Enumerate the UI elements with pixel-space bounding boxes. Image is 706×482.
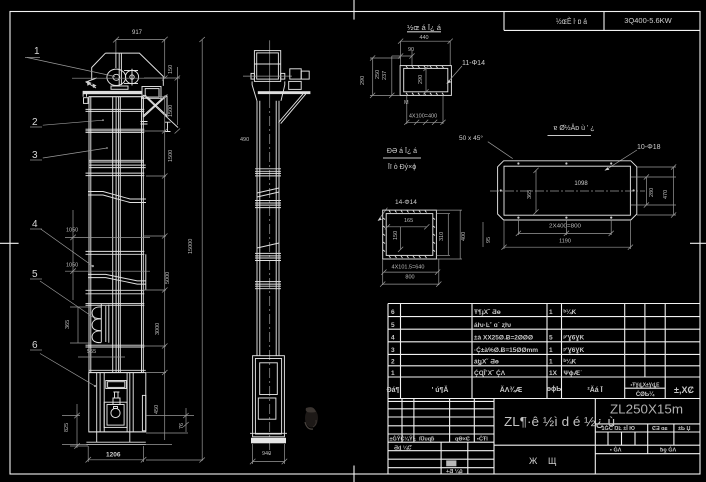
svg-text:15000: 15000	[188, 239, 194, 254]
svg-text:1190: 1190	[559, 239, 571, 245]
svg-text:½ɶÈ ŀ ɒ á: ½ɶÈ ŀ ɒ á	[556, 17, 587, 26]
svg-text:3: 3	[32, 150, 38, 161]
svg-text:ΨɸÆ˙: ΨɸÆ˙	[564, 369, 583, 377]
svg-text:250: 250	[375, 70, 381, 79]
svg-text:1500: 1500	[168, 105, 174, 117]
svg-text:917: 917	[132, 30, 143, 36]
svg-text:ɋƟ×Ȼ: ɋƟ×Ȼ	[455, 437, 470, 443]
svg-text:1500: 1500	[168, 150, 174, 162]
svg-text:' ú¶Ă: ' ú¶Ă	[432, 385, 449, 394]
svg-text:365: 365	[527, 190, 533, 199]
svg-text:Ж: Ж	[529, 456, 538, 466]
svg-text:Īī ò Đý×ɸ: Īī ò Đý×ɸ	[388, 163, 416, 171]
svg-text:ĊØƄ¼: ĊØƄ¼	[636, 391, 655, 398]
svg-text:1098: 1098	[574, 181, 588, 187]
svg-text:ᵖ'Ɣ6ƔƘ: ᵖ'Ɣ6ƔƘ	[564, 335, 585, 342]
svg-text:1: 1	[391, 370, 395, 377]
svg-text:1050: 1050	[66, 228, 78, 234]
svg-text:3000: 3000	[155, 323, 161, 335]
svg-text:4: 4	[391, 335, 395, 342]
svg-text:470: 470	[663, 190, 669, 199]
svg-text:2: 2	[32, 117, 38, 128]
svg-text:ḈɊĪ˚X˘ ḈɅ: ḈɊĪ˚X˘ ḈɅ	[474, 369, 506, 377]
svg-text:4: 4	[32, 219, 38, 230]
svg-text:Ƌɖ ¼Ƈ: Ƌɖ ¼Ƈ	[394, 444, 412, 451]
svg-text:ZL250X15m: ZL250X15m	[610, 402, 683, 417]
svg-text:±à XX25Ø.Ƀ=2ØØØ: ±à XX25Ø.Ƀ=2ØØØ	[474, 335, 533, 342]
svg-text:90: 90	[408, 47, 414, 53]
svg-text:290: 290	[418, 75, 424, 84]
svg-text:5000: 5000	[165, 272, 171, 284]
svg-text:1: 1	[549, 347, 553, 354]
svg-text:14-Φ14: 14-Φ14	[395, 199, 417, 206]
svg-text:310: 310	[439, 232, 445, 241]
svg-text:ᵖ'Ɣ6ƔƘ: ᵖ'Ɣ6ƔƘ	[564, 347, 585, 354]
svg-text:76: 76	[179, 423, 185, 429]
svg-text:ſŪυɋƃ: ſŪυɋƃ	[419, 436, 435, 443]
svg-text:▪ĊŦƖ: ▪ĊŦƖ	[477, 436, 488, 443]
svg-text:±ĠŶĊ¼ŶĿ: ±ĠŶĊ¼ŶĿ	[390, 436, 417, 443]
svg-text:5: 5	[549, 335, 553, 342]
svg-text:▪ŦƔȡX±ƔȡE: ▪ŦƔȡX±ƔȡE	[631, 383, 661, 389]
svg-text:2: 2	[391, 359, 395, 366]
svg-text:150: 150	[393, 231, 399, 240]
svg-text:95: 95	[486, 237, 492, 243]
svg-text:6: 6	[391, 309, 395, 316]
svg-text:1X: 1X	[549, 370, 558, 377]
svg-text:280: 280	[649, 188, 655, 197]
svg-text:áƫɟX˘ Ƌɵ: áƫɟX˘ Ƌɵ	[474, 358, 499, 366]
svg-text:1: 1	[549, 309, 553, 316]
svg-text:165: 165	[404, 218, 413, 224]
svg-text:Đá¶: Đá¶	[387, 387, 400, 394]
svg-text:ĐƏ á Ī¿ á: ĐƏ á Ī¿ á	[387, 147, 417, 155]
svg-text:5: 5	[32, 269, 38, 280]
svg-text:ɵɸƄ: ɵɸƄ	[547, 386, 562, 393]
svg-text:940: 940	[262, 451, 271, 457]
svg-text:800: 800	[405, 275, 414, 281]
svg-text:11-Φ14: 11-Φ14	[462, 60, 485, 67]
svg-text:Ŧ¶ɟX˘ Ƌɵ: Ŧ¶ɟX˘ Ƌɵ	[474, 308, 501, 316]
svg-text:5: 5	[391, 322, 395, 329]
svg-text:10-Φ18: 10-Φ18	[637, 144, 661, 151]
svg-text:450: 450	[154, 405, 160, 414]
svg-text:1050: 1050	[66, 263, 78, 269]
svg-text:365: 365	[65, 320, 71, 329]
svg-text:ĂɅ¾Æ: ĂɅ¾Æ	[500, 385, 523, 394]
svg-text:Щ: Щ	[548, 456, 557, 466]
svg-text:3Q400-5.6KW: 3Q400-5.6KW	[624, 16, 672, 25]
svg-text:1: 1	[549, 359, 553, 366]
svg-text:ᵇ¼Ƙ: ᵇ¼Ƙ	[564, 308, 577, 316]
svg-text:440: 440	[419, 35, 428, 41]
svg-text:ɐ Ø½Ăɒ ù ' ¿: ɐ Ø½Ăɒ ù ' ¿	[553, 123, 594, 132]
svg-text:½ɶ á Ī¿ á: ½ɶ á Ī¿ á	[407, 24, 441, 32]
svg-text:150: 150	[168, 65, 174, 74]
svg-text:1ĠƇ ŊĿ ±Ī Ю: 1ĠƇ ŊĿ ±Ī Ю	[602, 425, 636, 432]
svg-text:4X101.5=640: 4X101.5=640	[392, 265, 425, 271]
svg-text:ZL¶·ê ½ì d é ½¿ ù: ZL¶·ê ½ì d é ½¿ ù	[504, 414, 615, 429]
svg-text:6: 6	[32, 340, 38, 351]
svg-text:50 x 45°: 50 x 45°	[459, 134, 483, 142]
svg-text:ƀƍ ĠɅ: ƀƍ ĠɅ	[660, 447, 677, 454]
svg-text:1: 1	[34, 46, 40, 57]
svg-text:ᵇ¼Ƙ: ᵇ¼Ƙ	[564, 358, 577, 366]
svg-text:±,XȻ: ±,XȻ	[674, 385, 694, 395]
svg-text:555: 555	[87, 349, 96, 355]
svg-text:237: 237	[382, 71, 388, 80]
svg-text:400: 400	[461, 232, 467, 241]
svg-text:ȻƎ ɑɕ: ȻƎ ɑɕ	[652, 426, 668, 432]
svg-text:1206: 1206	[106, 452, 121, 459]
svg-text:4X100=400: 4X100=400	[409, 114, 437, 120]
svg-text:▪ ĠɅ: ▪ ĠɅ	[610, 447, 622, 454]
svg-text:²Ăá Ī: ²Ăá Ī	[587, 385, 603, 394]
svg-text:+Ƌ ¼ŭ: +Ƌ ¼ŭ	[446, 468, 463, 475]
svg-text:áƕ·Ŀ˚ ɑ΄ ȥƕ: áƕ·Ŀ˚ ɑ΄ ȥƕ	[474, 321, 511, 329]
svg-text:2X400=800: 2X400=800	[549, 224, 581, 230]
svg-text:±Ƅ Џ: ±Ƅ Џ	[678, 426, 690, 432]
svg-text:290: 290	[360, 76, 366, 85]
svg-text:825: 825	[64, 423, 70, 432]
svg-text:3: 3	[391, 347, 395, 354]
svg-text:·Ḉ±à%Ø.Ƀ=15ØØmm: ·Ḉ±à%Ø.Ƀ=15ØØmm	[474, 346, 538, 354]
svg-text:490: 490	[240, 137, 249, 143]
